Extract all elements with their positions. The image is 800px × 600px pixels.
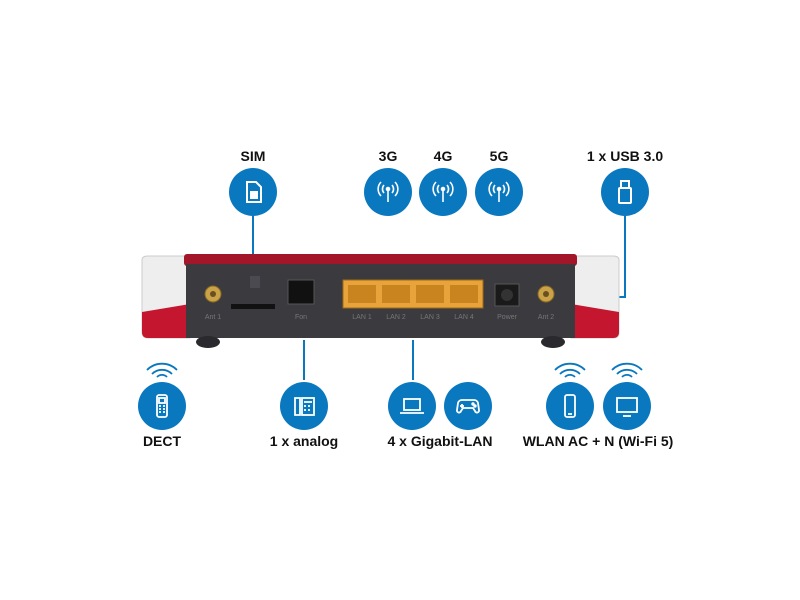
port-label-fon: Fon — [294, 314, 308, 321]
wifi-icon — [611, 362, 643, 378]
analog-phone-icon — [280, 382, 328, 430]
port-label-lan1: LAN 1 — [352, 314, 372, 321]
wlan-label: WLAN AC + N (Wi-Fi 5) — [522, 433, 674, 449]
port-label-ant1: Ant 1 — [204, 314, 222, 321]
wifi-icon — [554, 362, 586, 378]
smartphone-icon — [546, 382, 594, 430]
gamepad-icon — [444, 382, 492, 430]
port-label-lan3: LAN 3 — [420, 314, 440, 321]
lan-label: 4 x Gigabit-LAN — [387, 433, 493, 449]
laptop-icon — [388, 382, 436, 430]
sim-icon — [229, 168, 277, 216]
antenna-icon — [419, 168, 467, 216]
sim-label: SIM — [240, 148, 266, 164]
usb-label: 1 x USB 3.0 — [586, 148, 664, 164]
monitor-icon — [603, 382, 651, 430]
analog-label: 1 x analog — [269, 433, 339, 449]
antenna-icon — [475, 168, 523, 216]
dect-label: DECT — [142, 433, 182, 449]
router — [141, 254, 620, 348]
port-label-lan4: LAN 4 — [454, 314, 474, 321]
5g-label: 5G — [489, 148, 509, 164]
wifi-icon — [146, 362, 178, 378]
4g-label: 4G — [433, 148, 453, 164]
usb-connector-h — [614, 296, 626, 298]
3g-label: 3G — [378, 148, 398, 164]
usb-icon — [601, 168, 649, 216]
port-label-power: Power — [497, 314, 517, 321]
dect-phone-icon — [138, 382, 186, 430]
port-label-ant2: Ant 2 — [537, 314, 555, 321]
usb-connector — [624, 216, 626, 298]
antenna-icon — [364, 168, 412, 216]
sim-connector — [252, 216, 254, 256]
analog-connector — [303, 340, 305, 380]
lan-connector — [412, 340, 414, 380]
port-label-lan2: LAN 2 — [386, 314, 406, 321]
